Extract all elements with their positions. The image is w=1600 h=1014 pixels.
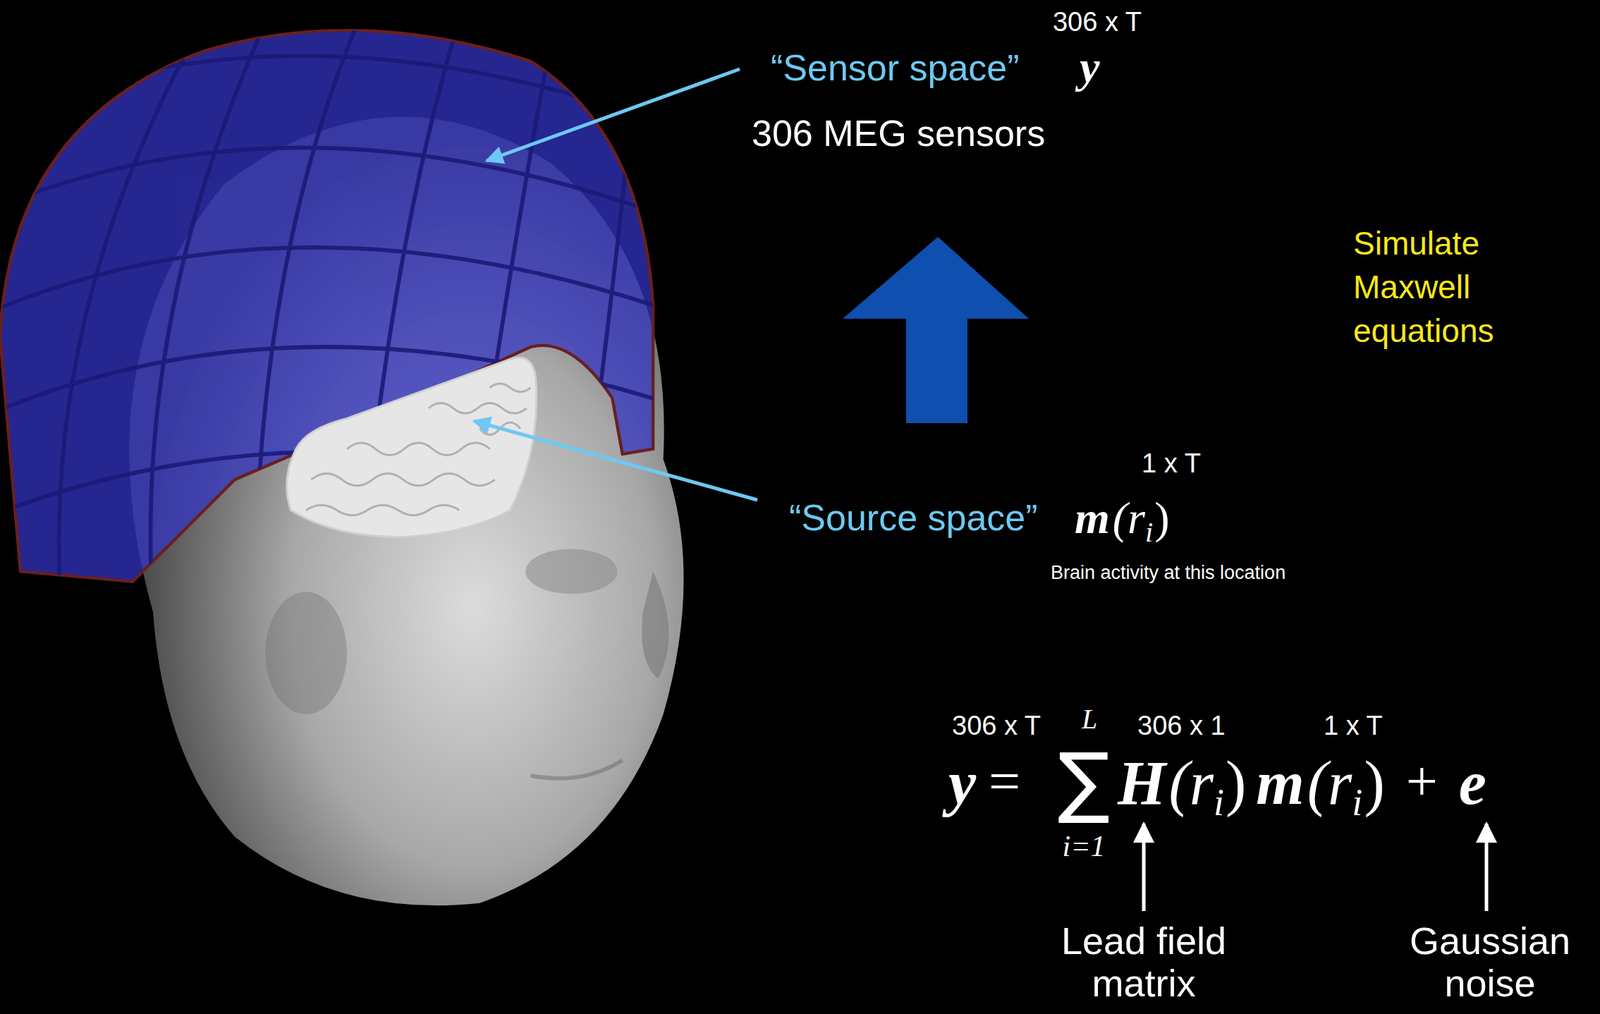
pointer-arrow	[1142, 823, 1146, 912]
sum-symbol: ∑	[1057, 736, 1110, 827]
leader-line	[486, 69, 740, 161]
dimension-label: 306 x 1	[1137, 710, 1226, 742]
math-subscript: i	[1351, 780, 1363, 825]
dimension-label: 1 x T	[1141, 448, 1201, 480]
math-symbol: H	[1117, 747, 1166, 819]
leader-line	[473, 420, 758, 500]
forward-arrow	[842, 236, 1029, 424]
math-symbol: (r	[1112, 492, 1146, 545]
dimension-label: 306 x T	[1052, 7, 1142, 39]
math-symbol: )	[1154, 492, 1170, 545]
math-limit: i=1	[1061, 829, 1105, 864]
math-symbol: )	[1225, 747, 1247, 819]
space-label: “Sensor space”	[770, 47, 1020, 90]
dimension-label: 306 x T	[951, 710, 1041, 742]
math-symbol: (r	[1307, 747, 1353, 819]
math-operator: =	[988, 748, 1021, 814]
annotation-label: Lead field matrix	[1027, 919, 1261, 1005]
math-subscript: i	[1145, 516, 1153, 549]
math-limit: L	[1081, 703, 1098, 736]
sensor-label: 306 MEG sensors	[751, 112, 1046, 156]
annotation-label: Gaussian noise	[1384, 919, 1596, 1005]
math-symbol: m	[1074, 492, 1110, 545]
math-symbol: m	[1255, 747, 1304, 819]
math-symbol: y	[1079, 40, 1100, 94]
caption-text: Brain activity at this location	[1050, 562, 1286, 584]
math-symbol: e	[1458, 747, 1487, 819]
head-figure	[0, 0, 715, 906]
note-text: Simulate Maxwell equations	[1353, 221, 1544, 353]
math-symbol: )	[1363, 747, 1385, 819]
pointer-arrow	[1485, 823, 1489, 912]
dimension-label: 1 x T	[1323, 710, 1383, 742]
math-symbol: (r	[1168, 747, 1214, 819]
space-label: “Source space”	[789, 497, 1038, 540]
math-symbol: y	[948, 747, 976, 819]
math-subscript: i	[1213, 780, 1225, 825]
math-operator: +	[1406, 748, 1438, 814]
